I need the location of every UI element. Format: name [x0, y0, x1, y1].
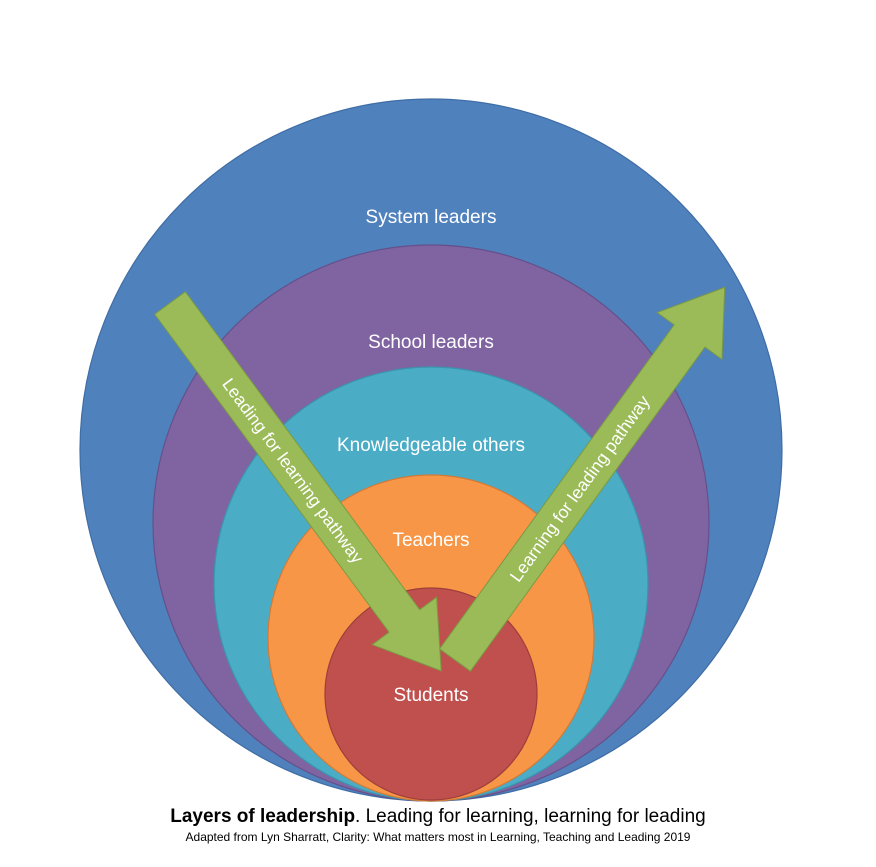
school-leaders-label: School leaders — [368, 332, 494, 353]
caption-subtitle: . Leading for learning, learning for lea… — [355, 806, 706, 827]
caption-source: Adapted from Lyn Sharratt, Clarity: What… — [185, 829, 691, 844]
system-leaders-label: System leaders — [366, 207, 497, 228]
caption: Layers of leadership. Leading for learni… — [0, 806, 876, 844]
caption-title: Layers of leadership — [170, 806, 356, 827]
students-label: Students — [394, 685, 469, 706]
caption-line: Layers of leadership. Leading for learni… — [0, 806, 876, 829]
learning-for-leading-arrow-shape — [438, 286, 726, 672]
teachers-label: Teachers — [392, 530, 469, 551]
knowledgeable-others-label: Knowledgeable others — [337, 435, 525, 456]
leading-for-learning-arrow-shape — [154, 291, 442, 672]
layers-of-leadership-diagram: System leaders School leaders Knowledgea… — [79, 98, 783, 802]
